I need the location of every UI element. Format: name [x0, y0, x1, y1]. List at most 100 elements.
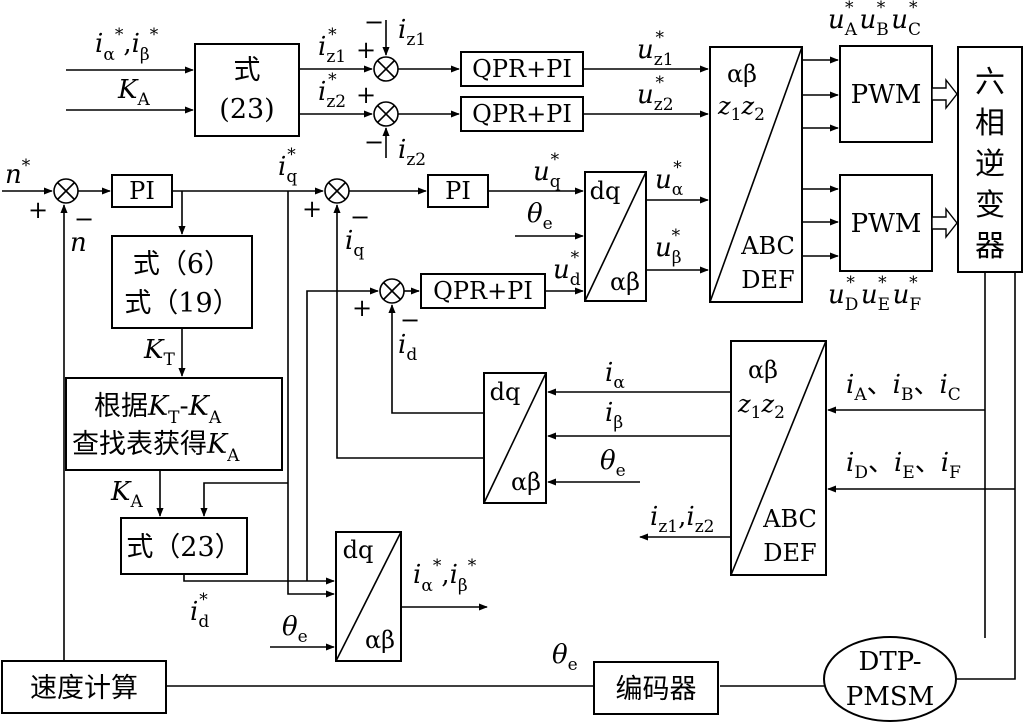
label-minus-d: − [400, 306, 420, 334]
label-udef-ref: uD*uE*uF* [828, 273, 921, 315]
pwm-block-abc [839, 45, 933, 143]
label-speed-fb: n [70, 228, 87, 258]
lookup-table-block [65, 377, 283, 471]
label-theta-bottom: θe [282, 612, 308, 647]
transform-top-ab: αβ [727, 60, 757, 88]
wire-id-ref-up [306, 287, 379, 581]
eq6-label: 式（6） [133, 249, 231, 280]
label-idef: iD、iE、iF [846, 448, 961, 483]
label-iq-fb: iq [345, 226, 364, 261]
label-minus-q: − [350, 203, 370, 231]
inverter-char-1: 六 [975, 65, 1005, 100]
pi-speed-label: PI [129, 177, 155, 205]
label-theta-encoder: θe [552, 640, 578, 675]
pi-q-block [427, 174, 489, 208]
eq23-top-number: (23) [219, 94, 274, 125]
transform-block-top-diagonal [709, 46, 803, 303]
label-iab-ref-out: iα*,iβ* [413, 556, 477, 596]
label-iz1-fb: iz1 [398, 15, 426, 50]
wire-iq-feedback [333, 204, 484, 459]
pwm-block-def [839, 174, 933, 272]
transform-bottom-def: DEF [763, 539, 816, 567]
qpr-pi-block-d [420, 273, 546, 309]
six-phase-inverter-block [957, 46, 1023, 273]
pi-q-label: PI [445, 177, 471, 205]
eq23-top-label: 式 [234, 55, 261, 86]
fat-arrow-pwm2-inverter [931, 206, 958, 240]
lookup-label-line1: 根据KT-KA [94, 391, 222, 428]
label-iabc: iA、iB、iC [846, 370, 961, 405]
transform-bottom-z1z2: z1z2 [737, 390, 785, 423]
label-kt: KT [143, 335, 175, 370]
qpr-pi-label-z1: QPR+PI [472, 55, 572, 83]
transform-bottom-ab: αβ [748, 356, 778, 384]
encoder-label: 编码器 [616, 674, 697, 705]
speed-calc-block [1, 660, 167, 714]
transform-top-def: DEF [741, 266, 794, 294]
label-ud-ref: ud* [553, 248, 581, 290]
label-ka-bottom: KA [110, 477, 143, 512]
inv-park-bottom-ab: αβ [365, 626, 395, 654]
label-minus-z2: − [364, 128, 384, 156]
label-iz1-ref: iz1* [318, 25, 346, 67]
wire-inverter-motor-2 [956, 272, 1016, 680]
wire-iq-to-eq23 [200, 482, 288, 517]
inv-park-top-dq: dq [590, 177, 621, 205]
label-ka-top: KA [117, 75, 150, 110]
inverter-char-4: 变 [975, 188, 1005, 223]
qpr-pi-block-z2 [460, 96, 584, 132]
label-iz2-fb: iz2 [398, 135, 426, 170]
park-mid-dq: dq [490, 378, 521, 406]
label-uabc-ref: uA*uB*uC* [828, 0, 921, 40]
transform-bottom-abc: ABC [762, 505, 817, 533]
label-id-fb: id [398, 330, 417, 365]
label-iab-ref-top: iα*,iβ* [95, 25, 159, 65]
sum-junction-speed [53, 178, 79, 204]
pwm-label-abc: PWM [851, 80, 922, 110]
label-uz2-ref: uz2* [637, 73, 674, 115]
transform-top-z1z2: z1z2 [717, 92, 765, 125]
sum-junction-q [324, 178, 350, 204]
inverter-char-5: 器 [975, 229, 1005, 264]
park-mid-ab: αβ [511, 468, 541, 496]
label-ubeta-ref: uβ* [655, 226, 682, 268]
qpr-pi-label-z2: QPR+PI [472, 100, 572, 128]
eq23-top-block [194, 43, 300, 137]
transform-block-bottom-diagonal [730, 340, 827, 576]
label-minus-z1: − [364, 8, 384, 36]
label-ibeta: iβ [605, 398, 623, 433]
inv-park-bottom-diagonal [335, 531, 402, 662]
sum-junction-z1 [373, 56, 399, 82]
label-ialpha: iα [605, 358, 625, 393]
motor-label-line2: PMSM [846, 682, 935, 712]
inverter-char-2: 相 [975, 106, 1005, 141]
label-iq-ref: iq* [278, 145, 297, 187]
label-plus-speed: + [28, 196, 48, 224]
park-mid-diagonal [483, 372, 547, 504]
eq19-label: 式（19） [124, 288, 239, 319]
inv-park-bottom-dq: dq [343, 536, 374, 564]
qpr-pi-label-d: QPR+PI [433, 277, 533, 305]
wire-id-feedback [388, 304, 484, 414]
wire-iq-ref-down [287, 191, 335, 598]
speed-calc-label: 速度计算 [30, 673, 138, 704]
wire-id-ref [183, 574, 335, 585]
sum-junction-z2 [373, 101, 399, 127]
label-theta-top: θe [527, 199, 553, 234]
fat-arrow-pwm1-inverter [931, 77, 958, 111]
label-id-ref: id* [190, 590, 209, 632]
lookup-label-line2: 查找表获得KA [72, 429, 240, 466]
qpr-pi-block-z1 [460, 51, 584, 87]
inv-park-top-diagonal [584, 171, 647, 302]
label-speed-ref: n* [5, 156, 31, 190]
eq23-bottom-label: 式（23） [126, 532, 241, 563]
encoder-block [593, 661, 719, 715]
sum-junction-d [379, 278, 405, 304]
label-plus-d: + [352, 294, 372, 322]
transform-top-abc: ABC [740, 232, 795, 260]
label-minus-speed: − [74, 205, 94, 233]
label-theta-mid: θe [600, 446, 626, 481]
inv-park-top-ab: αβ [610, 268, 640, 296]
eq23-bottom-block [120, 517, 248, 575]
